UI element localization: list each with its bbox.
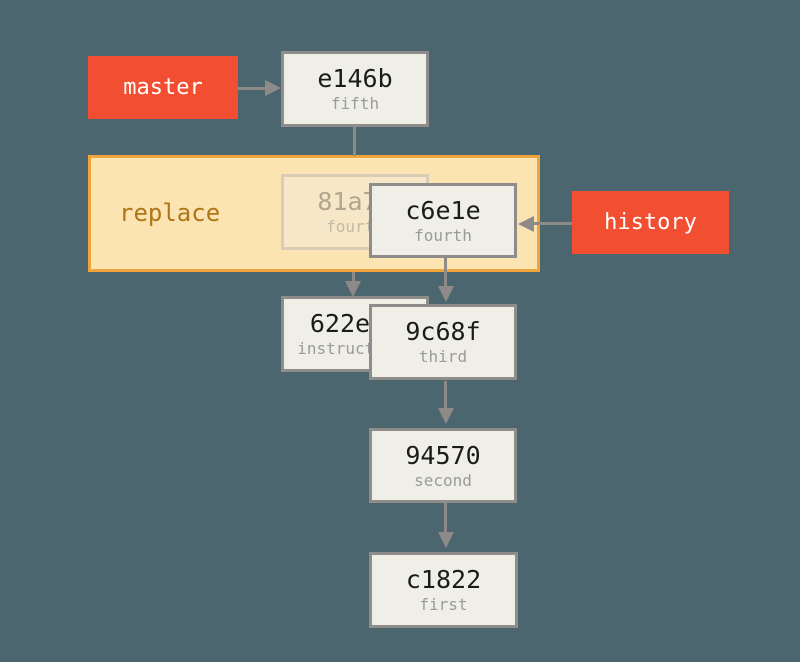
commit-hash: 94570 [405, 440, 481, 470]
connector-replace-to-instructions [352, 272, 355, 283]
connector-e146b-to-replace-region [353, 127, 356, 156]
branch-label-master: master [88, 56, 238, 119]
commit-message: first [419, 595, 468, 614]
connector-94570-to-c1822 [444, 503, 447, 533]
branch-label-history: history [572, 191, 729, 254]
arrowhead-94570-to-c1822-icon [438, 532, 454, 548]
branch-name: history [604, 210, 697, 235]
commit-message: fifth [330, 94, 380, 113]
arrowhead-9c68f-to-94570-icon [438, 408, 454, 424]
connector-c6e1e-to-9c68f [444, 258, 447, 288]
branch-name: master [123, 75, 203, 100]
commit-box-9c68f: 9c68f third [369, 304, 517, 380]
arrowhead-master-to-e146b-icon [265, 80, 281, 96]
commit-box-c6e1e: c6e1e fourth [369, 183, 517, 258]
commit-hash: c1822 [405, 565, 482, 594]
connector-master-to-e146b [238, 87, 267, 90]
commit-box-c1822: c1822 first [369, 552, 518, 628]
arrowhead-c6e1e-to-9c68f-icon [438, 286, 454, 302]
arrowhead-history-to-c6e1e-icon [518, 216, 534, 232]
commit-box-94570: 94570 second [369, 428, 517, 503]
commit-message: third [418, 347, 468, 366]
commit-hash: 9c68f [405, 317, 481, 346]
commit-box-e146b: e146b fifth [281, 51, 429, 127]
commit-message: second [414, 470, 472, 490]
connector-history-to-c6e1e [534, 222, 572, 225]
arrowhead-replace-to-instructions-icon [345, 281, 361, 297]
commit-hash: c6e1e [405, 195, 481, 225]
connector-9c68f-to-94570 [444, 381, 447, 410]
commit-message: fourth [414, 225, 472, 245]
replace-region-label: replace [119, 199, 221, 227]
commit-hash: e146b [317, 64, 393, 93]
